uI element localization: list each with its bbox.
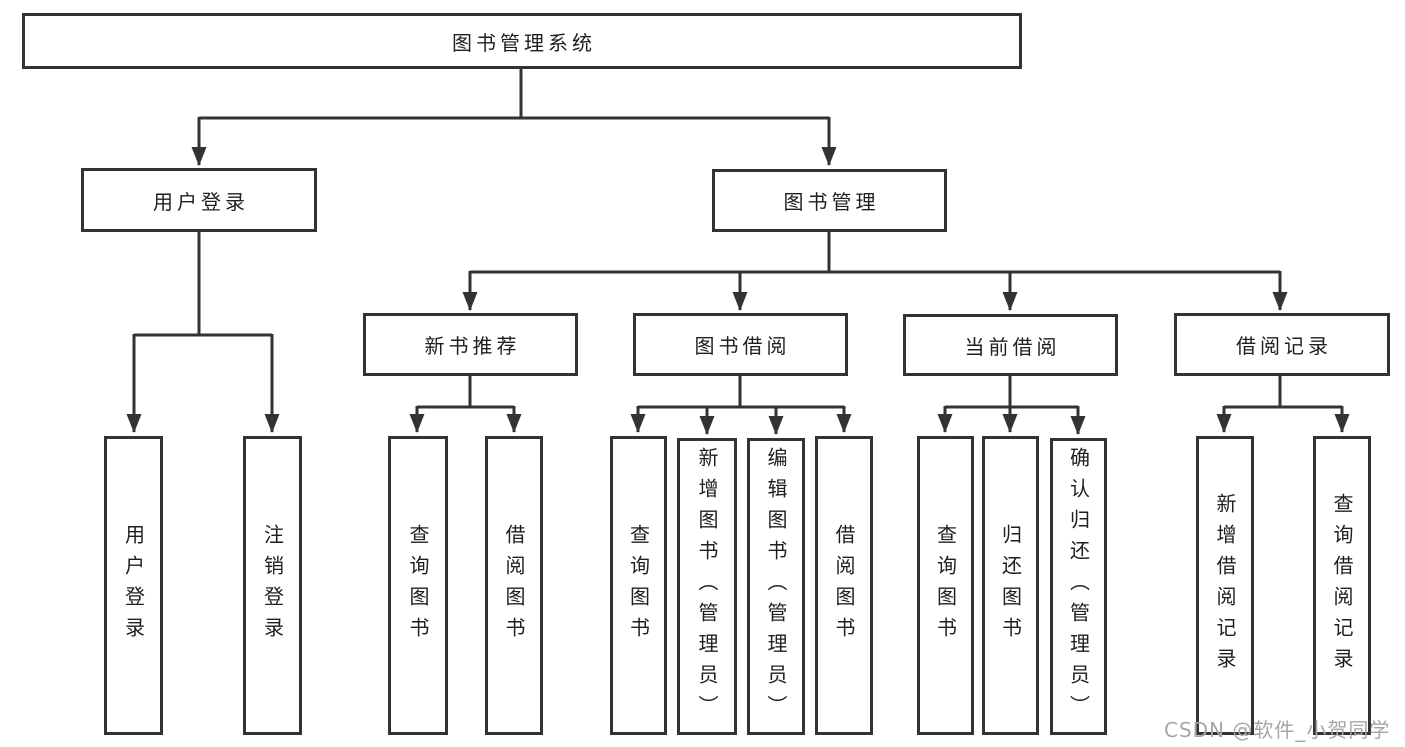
leaf-user-login: 用户登录	[104, 436, 163, 735]
leaf-borrowing-query-books: 查询图书	[610, 436, 667, 735]
watermark: CSDN @软件_小贺同学	[1164, 718, 1391, 742]
leaf-return-books: 归还图书	[982, 436, 1039, 735]
leaf-add-borrowing-record: 新增借阅记录	[1196, 436, 1254, 735]
leaf-borrow-books: 借阅图书	[815, 436, 873, 735]
leaf-confirm-return-admin: 确认归还（管理员）	[1050, 438, 1107, 735]
leaf-current-query-books: 查询图书	[917, 436, 974, 735]
node-user-login: 用户登录	[81, 168, 317, 232]
leaf-edit-books-admin: 编辑图书（管理员）	[747, 438, 805, 735]
node-borrowing-records: 借阅记录	[1174, 313, 1390, 376]
leaf-recommend-query-books: 查询图书	[388, 436, 448, 735]
node-book-management: 图书管理	[712, 169, 947, 232]
leaf-logout: 注销登录	[243, 436, 302, 735]
leaf-recommend-borrow-books: 借阅图书	[485, 436, 543, 735]
leaf-query-borrowing-record: 查询借阅记录	[1313, 436, 1371, 735]
node-library-management-system: 图书管理系统	[22, 13, 1022, 69]
node-current-borrowing: 当前借阅	[903, 314, 1118, 376]
leaf-add-books-admin: 新增图书（管理员）	[677, 438, 737, 735]
node-new-book-recommendation: 新书推荐	[363, 313, 578, 376]
node-book-borrowing: 图书借阅	[633, 313, 848, 376]
